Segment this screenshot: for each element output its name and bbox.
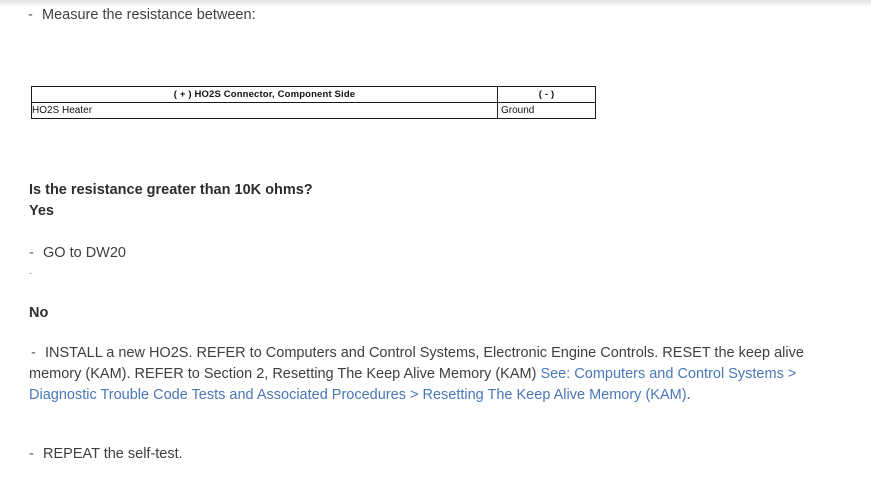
no-heading: No (29, 305, 49, 321)
bullet-dash-icon: - (31, 345, 36, 361)
orphan-dash-mark: - (29, 268, 32, 278)
table-header-positive: ( + ) HO2S Connector, Component Side (31, 86, 498, 103)
table-header-row: ( + ) HO2S Connector, Component Side ( -… (31, 86, 596, 103)
bullet-dash-icon: - (29, 245, 34, 261)
window-top-edge-fade (0, 0, 871, 7)
table-cell-negative: Ground (497, 102, 596, 119)
repeat-action: -REPEAT the self-test. (29, 444, 183, 464)
resetting-kam-reference-link[interactable]: See: Computers and Control Systems > Dia… (29, 366, 797, 403)
lead-instruction: -Measure the resistance between: (28, 5, 256, 25)
yes-action: -GO to DW20 (29, 243, 126, 263)
repeat-action-text: REPEAT the self-test. (43, 446, 183, 462)
no-action-text-after-link: . (686, 387, 691, 403)
bullet-dash-icon: - (28, 7, 33, 23)
table-header-negative: ( - ) (497, 86, 596, 103)
measure-table: ( + ) HO2S Connector, Component Side ( -… (31, 86, 596, 119)
table-cell-positive: HO2S Heater (31, 102, 498, 119)
yes-action-text: GO to DW20 (43, 245, 126, 261)
lead-instruction-text: Measure the resistance between: (42, 7, 256, 23)
no-action-paragraph: -INSTALL a new HO2S. REFER to Computers … (29, 343, 839, 406)
no-action-text-before-link: INSTALL a new HO2S. REFER to Computers a… (29, 345, 804, 382)
bullet-dash-icon: - (29, 446, 34, 462)
table-row: HO2S Heater Ground (31, 102, 596, 119)
yes-heading: Yes (29, 203, 54, 219)
measure-table-container: ( + ) HO2S Connector, Component Side ( -… (31, 86, 596, 119)
question-heading: Is the resistance greater than 10K ohms? (29, 182, 313, 198)
